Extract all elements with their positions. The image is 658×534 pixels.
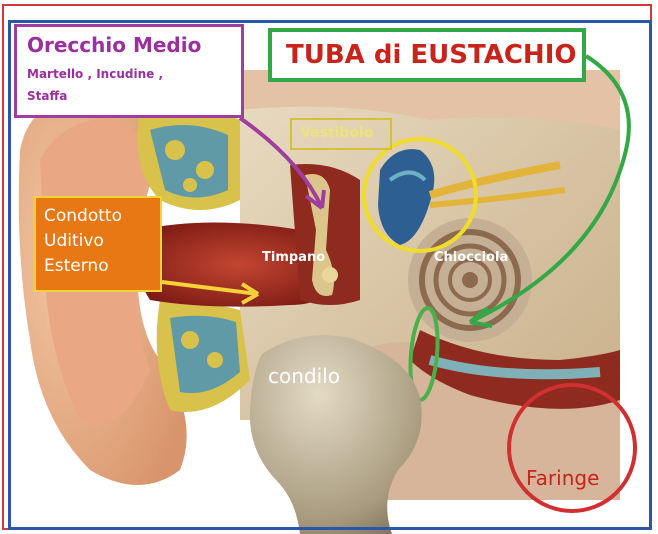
- label-vestibolo: Vestibolo: [300, 125, 373, 141]
- label-faringe: Faringe: [526, 466, 599, 490]
- label-condotto-2: Uditivo: [36, 229, 160, 254]
- label-ossicles-line1: Martello , Incudine ,: [27, 67, 163, 81]
- label-condotto-3: Esterno: [36, 254, 160, 279]
- label-box-condotto: Condotto Uditivo Esterno: [34, 196, 162, 292]
- label-ossicles-line2: Staffa: [27, 89, 67, 103]
- label-condotto-1: Condotto: [36, 204, 160, 229]
- label-box-tuba: TUBA di EUSTACHIO: [268, 28, 586, 82]
- label-tuba: TUBA di EUSTACHIO: [286, 40, 576, 70]
- label-box-vestibolo: Vestibolo: [290, 118, 392, 150]
- label-box-orecchio-medio: Orecchio Medio Martello , Incudine , Sta…: [14, 24, 244, 118]
- label-timpano: Timpano: [262, 250, 325, 265]
- label-chiocciola: Chiocciola: [434, 250, 508, 265]
- label-orecchio-medio: Orecchio Medio: [27, 33, 201, 57]
- label-condilo: condilo: [268, 364, 340, 388]
